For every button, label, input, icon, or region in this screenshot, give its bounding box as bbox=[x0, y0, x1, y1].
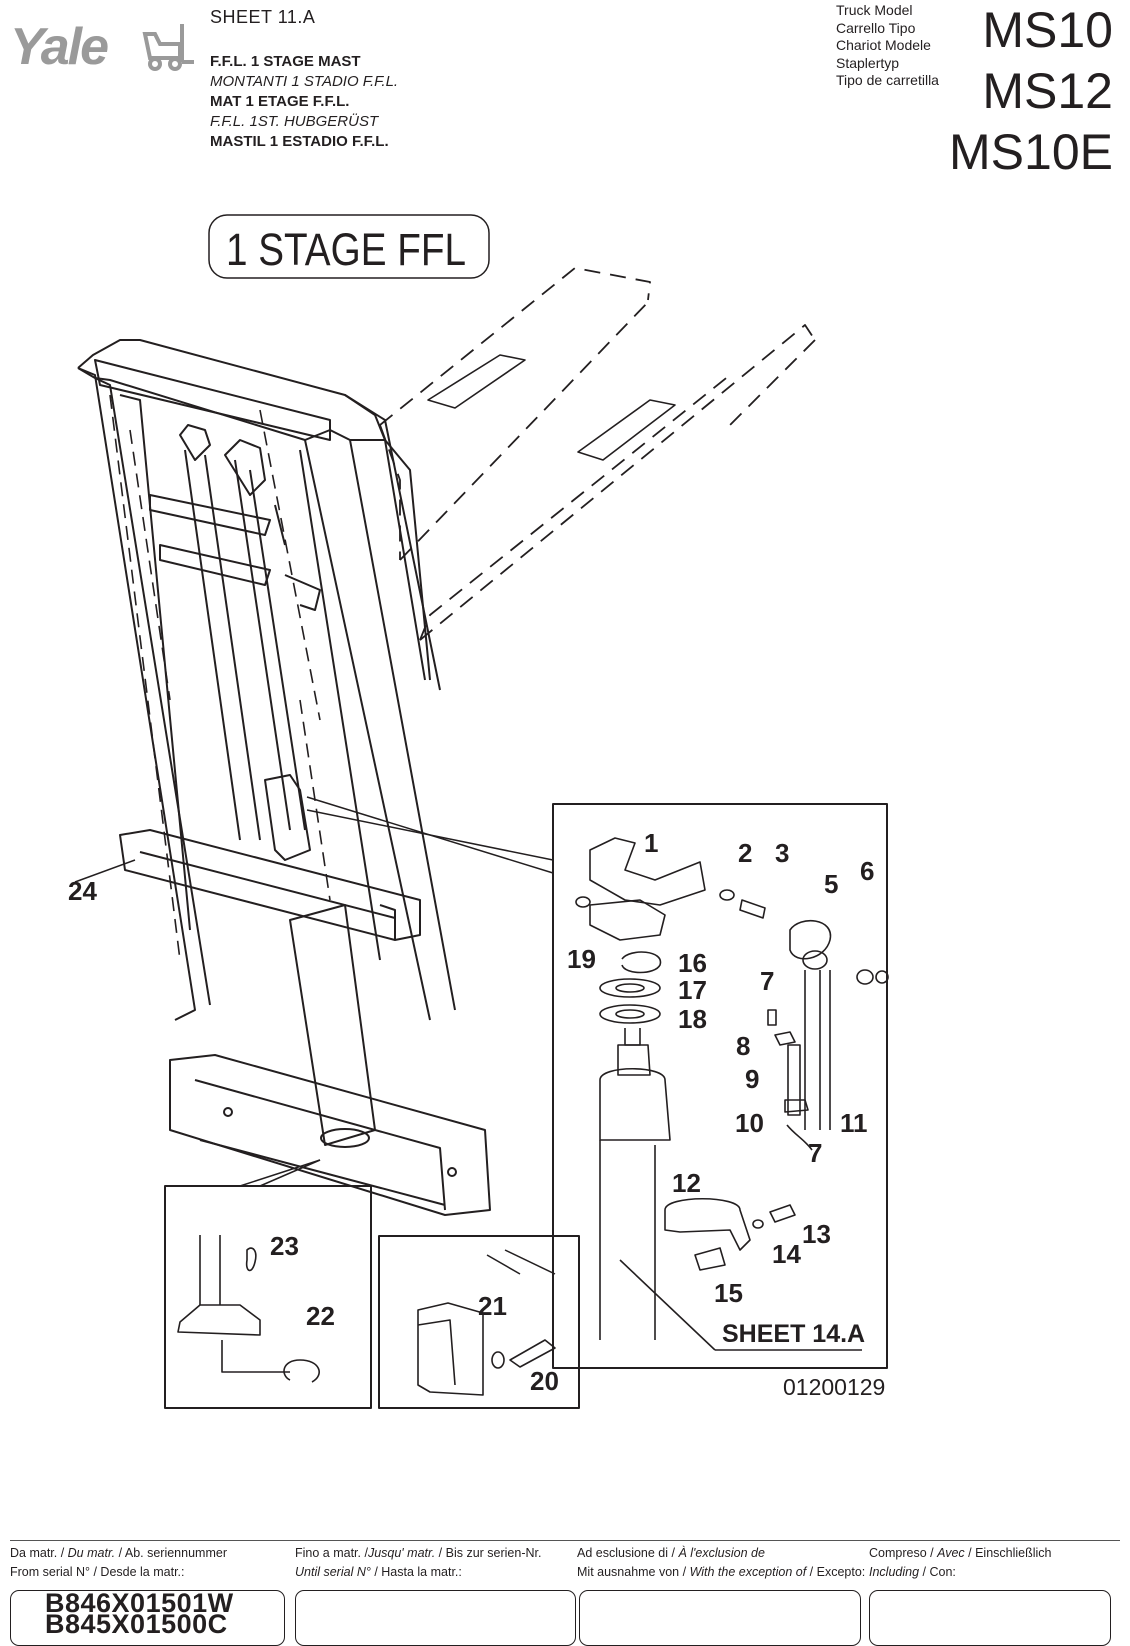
callout-3: 3 bbox=[775, 838, 789, 868]
from-serial-box: B846X01501W B845X01500C bbox=[10, 1590, 285, 1646]
label-text: Including bbox=[869, 1565, 920, 1579]
callout-20: 20 bbox=[530, 1366, 559, 1396]
forks-phantom bbox=[379, 267, 816, 641]
model-name: MS10E bbox=[949, 124, 1113, 180]
callout-22: 22 bbox=[306, 1301, 335, 1331]
callout-7: 7 bbox=[760, 966, 774, 996]
footer-divider bbox=[10, 1540, 1120, 1541]
serial-number: B845X01500C bbox=[45, 1609, 228, 1639]
label-text: Du matr. bbox=[67, 1546, 116, 1560]
label-text: / Con: bbox=[919, 1565, 956, 1579]
truck-model-label: Staplertyp bbox=[836, 54, 900, 71]
label-text: Ad esclusione di / bbox=[577, 1546, 679, 1560]
detail-inset-cylinder-head bbox=[552, 803, 888, 1369]
yale-logo: Yale bbox=[10, 18, 194, 76]
title-en: F.F.L. 1 STAGE MAST bbox=[210, 53, 361, 70]
callout-15: 15 bbox=[714, 1278, 743, 1308]
truck-model-label: Tipo de carretilla bbox=[836, 72, 939, 88]
top-crossmember bbox=[94, 359, 331, 586]
chain-assembly bbox=[179, 424, 321, 841]
detail-inset-screw bbox=[378, 1235, 580, 1409]
label-text: / Hasta la matr.: bbox=[370, 1565, 462, 1579]
sheet-number: SHEET 11.A bbox=[210, 7, 316, 27]
label-text: Until serial N° bbox=[295, 1565, 371, 1579]
truck-model-label: Carrello Tipo bbox=[836, 19, 916, 36]
label-text: À l'exclusion de bbox=[678, 1546, 765, 1560]
lock-ring-parts bbox=[177, 1235, 320, 1383]
callout-16: 16 bbox=[678, 948, 707, 978]
callout-5: 5 bbox=[824, 869, 838, 899]
middle-crossbar bbox=[119, 829, 421, 941]
cylinder-head-parts bbox=[575, 837, 889, 1351]
callout-1: 1 bbox=[644, 828, 658, 858]
footer-including: Compreso / Avec / Einschließlich Includi… bbox=[869, 1544, 1052, 1582]
callout-7b: 7 bbox=[808, 1138, 822, 1168]
footer-from-serial: Da matr. / Du matr. / Ab. seriennummer F… bbox=[10, 1544, 227, 1582]
callout-24: 24 bbox=[68, 876, 97, 906]
brand-wordmark: Yale bbox=[10, 18, 108, 76]
fork-slots bbox=[427, 354, 676, 461]
model-list: MS10 MS12 MS10E bbox=[949, 0, 1113, 183]
label-text: / Excepto: bbox=[806, 1565, 866, 1579]
stage-banner-frame bbox=[208, 214, 490, 279]
callout-21: 21 bbox=[478, 1291, 507, 1321]
forklift-icon bbox=[142, 24, 194, 71]
callout-labels: 1 2 3 5 6 7 8 9 10 11 7 12 13 14 15 16 1… bbox=[68, 828, 874, 1396]
callout-14: 14 bbox=[772, 1239, 801, 1269]
callout-19: 19 bbox=[567, 944, 596, 974]
leader-lines bbox=[74, 796, 556, 1275]
truck-model-labels: Truck Model Carrello Tipo Chariot Modele… bbox=[836, 2, 939, 90]
callout-10: 10 bbox=[735, 1108, 764, 1138]
label-text: / Ab. seriennummer bbox=[115, 1546, 227, 1560]
callout-17: 17 bbox=[678, 975, 707, 1005]
label-text: From serial N° / Desde la matr.: bbox=[10, 1565, 185, 1579]
truck-model-label: Chariot Modele bbox=[836, 37, 931, 53]
footer-exception: Ad esclusione di / À l'exclusion de Mit … bbox=[577, 1544, 865, 1582]
title-fr: MAT 1 ETAGE F.F.L. bbox=[210, 93, 350, 110]
model-name: MS10 bbox=[982, 2, 1113, 58]
label-text: Mit ausnahme von / bbox=[577, 1565, 690, 1579]
callout-8: 8 bbox=[736, 1031, 750, 1061]
label-text: Da matr. / bbox=[10, 1546, 68, 1560]
model-name: MS12 bbox=[982, 63, 1113, 119]
exploded-parts-diagram: 1 STAGE FFL bbox=[68, 214, 889, 1409]
drawing-number: 01200129 bbox=[783, 1374, 885, 1400]
sheet-reference: SHEET 14.A bbox=[722, 1320, 865, 1348]
truck-model-label: Truck Model bbox=[836, 2, 913, 18]
mast-titles: F.F.L. 1 STAGE MAST MONTANTI 1 STADIO F.… bbox=[210, 52, 398, 152]
carriage-plate bbox=[169, 1054, 491, 1216]
callout-2: 2 bbox=[738, 838, 752, 868]
callout-9: 9 bbox=[745, 1064, 759, 1094]
title-es: MASTIL 1 ESTADIO F.F.L. bbox=[210, 133, 389, 150]
callout-6: 6 bbox=[860, 856, 874, 886]
callout-18: 18 bbox=[678, 1004, 707, 1034]
label-text: Fino a matr. / bbox=[295, 1546, 368, 1560]
title-de: F.F.L. 1ST. HUBGERÜST bbox=[210, 113, 379, 130]
label-text: / Bis zur serien-Nr. bbox=[435, 1546, 542, 1560]
footer-until-serial: Fino a matr. /Jusqu' matr. / Bis zur ser… bbox=[295, 1544, 541, 1582]
screw-parts bbox=[417, 1302, 556, 1396]
exception-box bbox=[579, 1590, 861, 1646]
label-text: With the exception of bbox=[689, 1565, 807, 1579]
serial-number: B846X01501W bbox=[45, 1588, 234, 1618]
title-it: MONTANTI 1 STADIO F.F.L. bbox=[210, 73, 399, 90]
label-text: Jusqu' matr. bbox=[367, 1546, 436, 1560]
label-text: / Einschließlich bbox=[964, 1546, 1052, 1560]
callout-23: 23 bbox=[270, 1231, 299, 1261]
callout-12: 12 bbox=[672, 1168, 701, 1198]
callout-13: 13 bbox=[802, 1219, 831, 1249]
detail-inset-lock-ring bbox=[164, 1185, 372, 1409]
callout-11: 11 bbox=[840, 1108, 868, 1138]
stage-banner: 1 STAGE FFL bbox=[226, 224, 466, 275]
until-serial-box bbox=[295, 1590, 576, 1646]
label-text: Avec bbox=[937, 1546, 965, 1560]
label-text: Compreso / bbox=[869, 1546, 938, 1560]
including-box bbox=[869, 1590, 1111, 1646]
